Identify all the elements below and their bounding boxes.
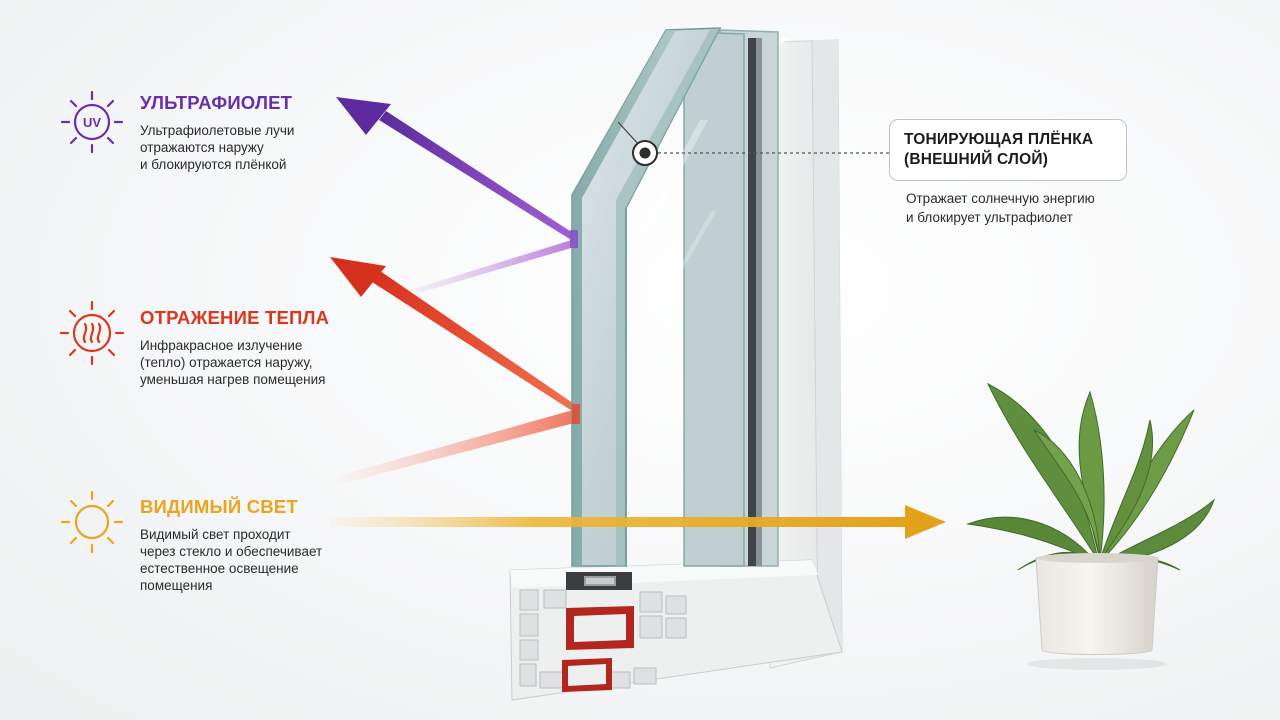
legend-uv-title: УЛЬТРАФИОЛЕТ [140, 92, 293, 113]
legend-heat-title: ОТРАЖЕНИЕ ТЕПЛА [140, 307, 330, 328]
uv-reflected-beam [379, 111, 576, 243]
light-arrow-head [905, 505, 946, 539]
legend-light-line: естественное освещение [140, 561, 299, 576]
film-callout-box: ТОНИРУЮЩАЯ ПЛЁНКА (ВНЕШНИЙ СЛОЙ) [889, 119, 1127, 181]
film-callout-description: Отражает солнечную энергию и блокирует у… [906, 189, 1095, 227]
film-callout-title-line: (ВНЕШНИЙ СЛОЙ) [904, 151, 1049, 168]
legend-heat-description: Инфракрасное излучение (тепло) отражаетс… [140, 337, 400, 388]
glass-unit [571, 27, 779, 567]
glass-pane-middle [683, 31, 745, 567]
film-callout-title-line: ТОНИРУЮЩАЯ ПЛЁНКА [904, 131, 1094, 148]
film-callout-desc-line: и блокирует ультрафиолет [906, 210, 1073, 225]
legend-heat-line: (тепло) отражается наружу, [140, 355, 313, 370]
heat-hit-mark [572, 404, 580, 424]
uv-icon-label: UV [83, 115, 101, 130]
film-callout-desc-line: Отражает солнечную энергию [906, 191, 1095, 206]
uv-sun-icon: UV [60, 90, 124, 154]
light-ray [330, 505, 946, 539]
uv-ray [336, 97, 578, 300]
potted-plant [967, 382, 1216, 670]
legend-light-description: Видимый свет проходит через стекло и обе… [140, 526, 400, 594]
heat-reflected-beam [372, 271, 580, 416]
legend-uv-line: и блокируются плёнкой [140, 157, 287, 172]
uv-hit-mark [570, 230, 578, 248]
light-beam [330, 517, 910, 527]
legend-light-line: через стекло и обеспечивает [140, 544, 323, 559]
legend-uv-line: отражаются наружу [140, 140, 264, 155]
sun-icon [60, 490, 124, 554]
window-frame [509, 38, 843, 701]
film-callout-pointer [617, 121, 889, 166]
heat-incoming-beam [330, 408, 582, 487]
steel-reinforcement [566, 606, 634, 650]
plant-pot [1035, 557, 1159, 655]
legend-uv-description: Ультрафиолетовые лучи отражаются наружу … [140, 122, 400, 173]
uv-arrow-head [336, 97, 391, 135]
heat-sun-icon [59, 300, 125, 366]
legend-light-line: Видимый свет проходит [140, 527, 291, 542]
legend-heat-line: уменьшая нагрев помещения [140, 372, 326, 387]
plant-leaves [967, 382, 1216, 571]
legend-light-line: помещения [140, 578, 213, 593]
legend-uv-line: Ультрафиолетовые лучи [140, 123, 295, 138]
uv-incoming-beam [395, 238, 578, 300]
legend-heat-line: Инфракрасное излучение [140, 338, 303, 353]
heat-ray [330, 257, 582, 487]
heat-arrow-head [330, 257, 386, 297]
legend-light-title: ВИДИМЫЙ СВЕТ [140, 496, 298, 517]
heat-waves-icon [82, 322, 102, 344]
